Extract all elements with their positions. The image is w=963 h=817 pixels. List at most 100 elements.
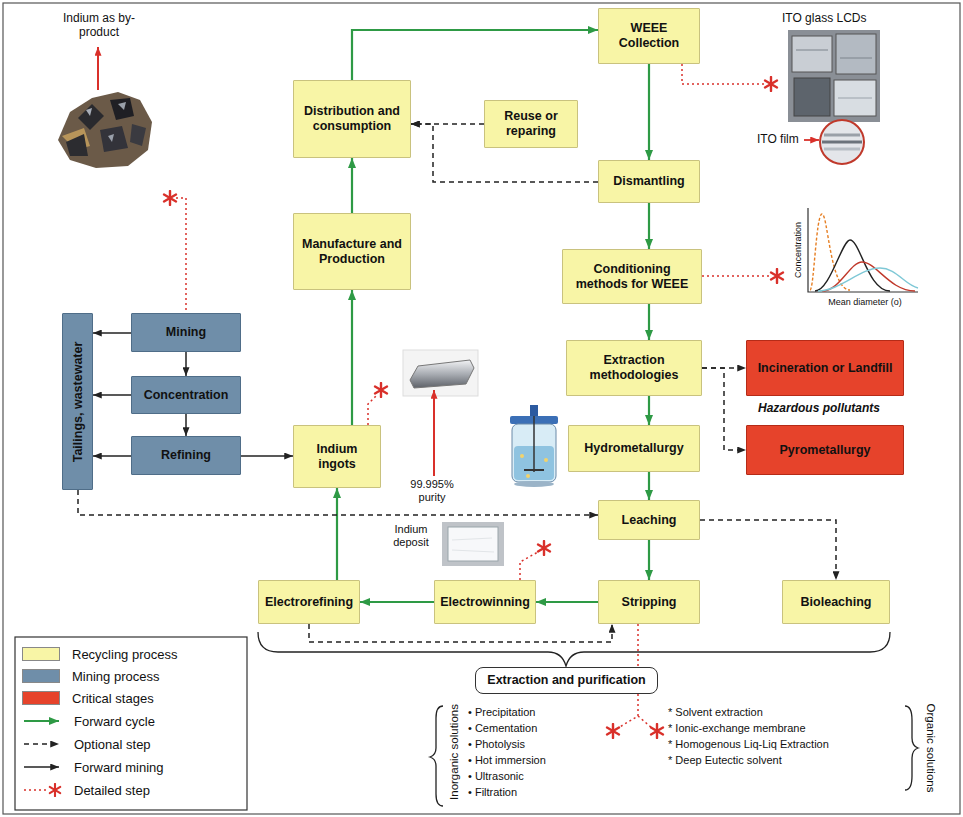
legend-row: Forward mining <box>22 758 164 776</box>
forward-cycle-arrow <box>536 601 598 603</box>
ore-rock <box>110 98 134 120</box>
legend-text: Recycling process <box>72 647 178 662</box>
node-text: Distribution and consumption <box>299 104 405 134</box>
reactor-vessel <box>514 481 554 487</box>
annotation-label: • Filtration <box>468 786 517 799</box>
size-distribution-chart <box>815 240 890 291</box>
forward-cycle-arrow <box>351 158 353 213</box>
legend-row: Recycling process <box>22 645 178 663</box>
legend-row: Optional step <box>22 735 151 753</box>
ito-film-magnifier <box>824 148 860 151</box>
annotation-label: • Ultrasonic <box>468 770 524 783</box>
annotation-label: Organic solutions <box>923 704 936 793</box>
annotation-label: ITO glass LCDs <box>782 12 866 26</box>
detail-asterisk <box>771 269 783 283</box>
node-text: Reuse or reparing <box>490 109 572 139</box>
detailed-step-leader <box>520 552 538 580</box>
recycling-box: Dismantling <box>598 160 700 203</box>
reactor-vessel <box>544 458 548 462</box>
node-text: Mining <box>137 325 235 340</box>
reactor-vessel <box>520 454 524 458</box>
detail-asterisk <box>538 541 550 555</box>
critical-box: Incineration or Landfill <box>746 340 904 396</box>
optional-step-arrow <box>78 490 598 515</box>
recycling-box: Leaching <box>598 500 700 540</box>
annotation-label: • Hot immersion <box>468 754 546 767</box>
ore-rock <box>130 124 146 146</box>
ore-rock <box>108 134 114 142</box>
legend-frame <box>15 637 247 810</box>
group-label-box: Extraction and purification <box>475 667 658 694</box>
node-text: Pyrometallurgy <box>752 443 898 458</box>
critical-box: Pyrometallurgy <box>746 425 904 475</box>
node-text: Extraction and purification <box>481 673 652 688</box>
ito-photo <box>838 98 872 99</box>
forward-cycle-arrow <box>351 290 353 425</box>
legend-line-sample <box>24 743 59 745</box>
group-bracket <box>258 632 890 666</box>
mining-box: Refining <box>131 436 241 475</box>
size-distribution-chart <box>808 208 918 292</box>
reactor-vessel <box>533 416 535 472</box>
ito-photo <box>792 36 832 72</box>
recycling-box: Stripping <box>598 580 700 624</box>
pointer-arrow <box>804 139 819 141</box>
node-text: WEEE Collection <box>604 21 694 51</box>
ore-rock <box>86 108 92 116</box>
forward-cycle-arrow <box>648 304 650 340</box>
legend-text: Mining process <box>72 669 159 684</box>
node-text: Hydrometallurgy <box>574 441 694 456</box>
recycling-box: WEEE Collection <box>598 8 700 64</box>
ore-rock <box>118 102 126 110</box>
forward-mining-arrow <box>93 332 131 334</box>
ito-photo <box>794 78 830 116</box>
node-text: Leaching <box>604 513 694 528</box>
detail-asterisk <box>375 383 387 397</box>
annotation-label: • Precipitation <box>468 706 535 719</box>
node-text: Conditioning methods for WEEE <box>568 262 696 292</box>
legend-row: Critical stages <box>22 689 154 707</box>
annotation-label: Concentration <box>793 222 803 278</box>
annotation-label: Inorganic solutions <box>448 704 461 800</box>
node-text: Concentration <box>137 388 235 403</box>
legend-text: Optional step <box>74 737 151 752</box>
node-text: Electrorefining <box>264 595 354 610</box>
annotation-label: Hazardous pollutants <box>758 402 880 416</box>
recycling-box: Conditioning methods for WEEE <box>562 249 702 304</box>
optional-step-arrow <box>309 624 612 642</box>
ito-photo <box>836 34 876 74</box>
figure-frame <box>3 3 960 814</box>
ito-film-magnifier <box>820 120 864 164</box>
legend-text: Forward cycle <box>74 714 155 729</box>
legend-line-sample <box>22 736 62 752</box>
optional-step-arrow <box>702 368 746 450</box>
legend-swatch <box>22 647 60 661</box>
recycling-box: Bioleaching <box>782 580 890 624</box>
forward-cycle-arrow <box>336 488 338 580</box>
tailings-bar: Tailings, wastewater <box>62 313 93 490</box>
ore-rock <box>100 126 128 152</box>
recycling-box: Electrowinning <box>434 580 536 624</box>
forward-cycle-arrow <box>648 396 650 425</box>
forward-cycle-arrow <box>352 30 598 80</box>
indium-deposit-photo <box>442 522 504 566</box>
annotation-label: * Ionic-exchange membrane <box>668 722 806 735</box>
recycling-box: Extraction methodologies <box>566 340 702 396</box>
indium-deposit-photo <box>448 527 498 561</box>
node-text: Extraction methodologies <box>572 353 696 383</box>
ito-film-magnifier <box>822 141 862 144</box>
detail-asterisk <box>164 77 783 738</box>
forward-cycle-arrow <box>648 64 650 160</box>
node-text: Stripping <box>604 595 694 610</box>
ore-rock <box>58 92 152 168</box>
ito-film-magnifier <box>820 120 864 164</box>
forward-mining-arrow <box>185 414 187 436</box>
recycling-box: Reuse or reparing <box>484 100 578 148</box>
optional-step-arrow <box>700 520 836 580</box>
size-distribution-chart <box>808 208 918 292</box>
detailed-step-leader <box>176 198 186 313</box>
legend-line-sample <box>24 720 59 722</box>
indium-deposit-photo <box>452 538 492 540</box>
detailed-step-leader <box>176 64 770 728</box>
